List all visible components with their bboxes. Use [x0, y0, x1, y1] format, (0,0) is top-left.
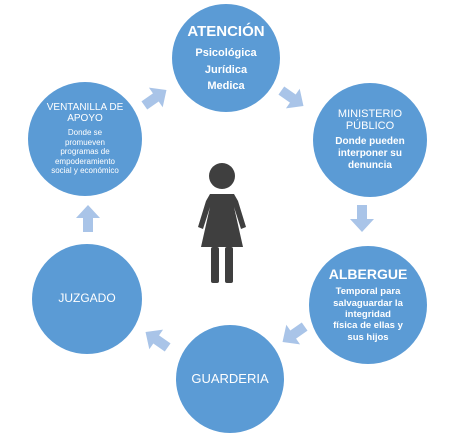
arrow-icon [141, 87, 167, 110]
node-ministerio-title: MINISTERIO PÚBLICO [338, 108, 402, 132]
node-ventanilla-desc-line: Donde se [67, 128, 103, 138]
node-guarderia-title: GUARDERIA [191, 370, 269, 386]
node-ministerio-title-line: PÚBLICO [345, 120, 395, 132]
node-guarderia: GUARDERIA [176, 325, 284, 433]
node-ventanilla-title-line: VENTANILLA DE [46, 102, 124, 114]
node-ventanilla-desc-line: empoderamiento [54, 156, 116, 166]
node-atencion-item: Jurídica [204, 63, 248, 76]
node-ministerio-publico: MINISTERIO PÚBLICO Donde pueden interpon… [313, 83, 427, 197]
node-atencion: ATENCIÓN Psicológica Jurídica Medica [172, 4, 280, 112]
node-atencion-item: Medica [207, 79, 245, 92]
node-ministerio-desc: Donde pueden interponer su denuncia [335, 136, 404, 172]
arrow-icon [278, 86, 304, 109]
node-juzgado: JUZGADO [32, 244, 142, 354]
node-albergue-desc-line: salvaguardar la [333, 297, 403, 309]
node-ventanilla-apoyo: VENTANILLA DE APOYO Donde se promueven p… [28, 82, 142, 196]
node-ministerio-desc-line: interponer su [338, 148, 402, 160]
node-ventanilla-title: VENTANILLA DE APOYO [47, 102, 124, 124]
node-ventanilla-desc: Donde se promueven programas de empodera… [51, 128, 119, 176]
node-atencion-title: ATENCIÓN [187, 22, 265, 40]
node-albergue-desc: Temporal para salvaguardar la integridad… [333, 286, 403, 343]
node-juzgado-title: JUZGADO [58, 291, 116, 306]
node-atencion-item: Psicológica [195, 47, 257, 60]
node-albergue-desc-line: física de ellas y [333, 320, 403, 332]
node-albergue-desc-line: integridad [345, 309, 391, 320]
node-ministerio-desc-line: Donde pueden [335, 136, 405, 148]
node-ventanilla-desc-line: social y económico [51, 166, 119, 176]
node-albergue-desc-line: Temporal para [335, 286, 401, 298]
node-ministerio-desc-line: denuncia [348, 160, 392, 172]
node-albergue-title: ALBERGUE [328, 265, 408, 282]
node-ministerio-title-line: MINISTERIO [337, 107, 403, 120]
node-ventanilla-desc-line: promueven [64, 137, 106, 147]
node-albergue: ALBERGUE Temporal para salvaguardar la i… [309, 246, 427, 364]
node-ventanilla-title-line: APOYO [67, 113, 103, 125]
woman-icon [198, 163, 246, 283]
node-atencion-items: Psicológica Jurídica Medica [195, 44, 256, 96]
node-ventanilla-desc-line: programas de [60, 147, 110, 157]
arrow-icon [282, 322, 308, 345]
arrow-icon [350, 205, 374, 232]
arrow-icon [145, 329, 171, 352]
node-albergue-desc-line: sus hijos [347, 331, 389, 343]
arrow-icon [76, 205, 100, 232]
